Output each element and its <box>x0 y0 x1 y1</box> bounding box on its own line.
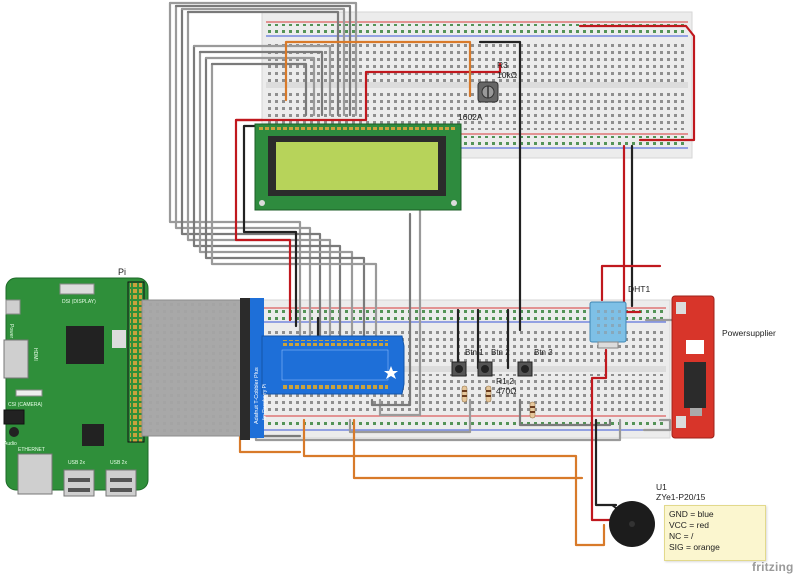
r12-value-label: 470Ω <box>496 386 517 396</box>
note-vcc: VCC = red <box>669 520 709 530</box>
note-sig: SIG = orange <box>669 542 720 552</box>
power-supply-module: Powersupplier <box>671 295 776 439</box>
u1-label: U1 <box>656 482 667 492</box>
pi-ethernet-label: ETHERNET <box>18 447 45 453</box>
resistors: R1,2, 470Ω <box>461 376 536 419</box>
dht-label: DHT1 <box>628 284 650 294</box>
u1-part-label: ZYe1-P20/15 <box>656 492 706 502</box>
btn3-label: Btn 3 <box>534 348 553 357</box>
ribbon-cable <box>141 298 250 440</box>
lcd-display: 1602A <box>254 112 483 211</box>
btn1-label: Btn 1 <box>465 348 484 357</box>
cobbler-sublabel: for Raspberry Pi <box>262 384 268 420</box>
pi-audio-label: Audio <box>4 441 17 447</box>
cobbler-label: Adafruit T-Cobbler Plus <box>254 367 260 424</box>
pi-display-label: DSI (DISPLAY) <box>62 299 96 305</box>
push-buttons: Btn 1 Btn 2 Btn 3 <box>451 348 553 377</box>
raspberry-pi: Pi DSI (DISPLAY) Power HDMI CSI (CAMERA)… <box>3 267 149 497</box>
lcd-data-wires <box>168 1 622 442</box>
pi-camera-label: CSI (CAMERA) <box>8 402 43 408</box>
pi-hdmi-label: HDMI <box>32 348 38 361</box>
r3-label: R3 <box>497 60 508 70</box>
buzzer-u1: U1 ZYe1-P20/15 <box>609 482 706 547</box>
power-wires <box>234 24 696 547</box>
dht-sensor: DHT1 <box>589 284 650 349</box>
pi-label: Pi <box>118 267 126 277</box>
fritzing-logo: fritzing <box>752 560 794 574</box>
pi-power-label: Power <box>8 324 14 339</box>
r12-label: R1,2, <box>496 376 516 386</box>
btn2-label: Btn 2 <box>491 348 510 357</box>
power-supply-label: Powersupplier <box>722 328 776 338</box>
pi-usb2-label: USB 2x <box>110 460 127 466</box>
lcd-model-label: 1602A <box>458 112 483 122</box>
pin-legend-note: GND = blue VCC = red NC = / SIG = orange <box>664 505 766 561</box>
r3-value-label: 10kΩ <box>497 70 517 80</box>
potentiometer-r3: R3 10kΩ <box>477 60 517 103</box>
note-nc: NC = / <box>669 531 694 541</box>
t-cobbler: Adafruit T-Cobbler Plus for Raspberry Pi <box>250 298 405 438</box>
note-gnd: GND = blue <box>669 509 714 519</box>
pi-usb1-label: USB 2x <box>68 460 85 466</box>
